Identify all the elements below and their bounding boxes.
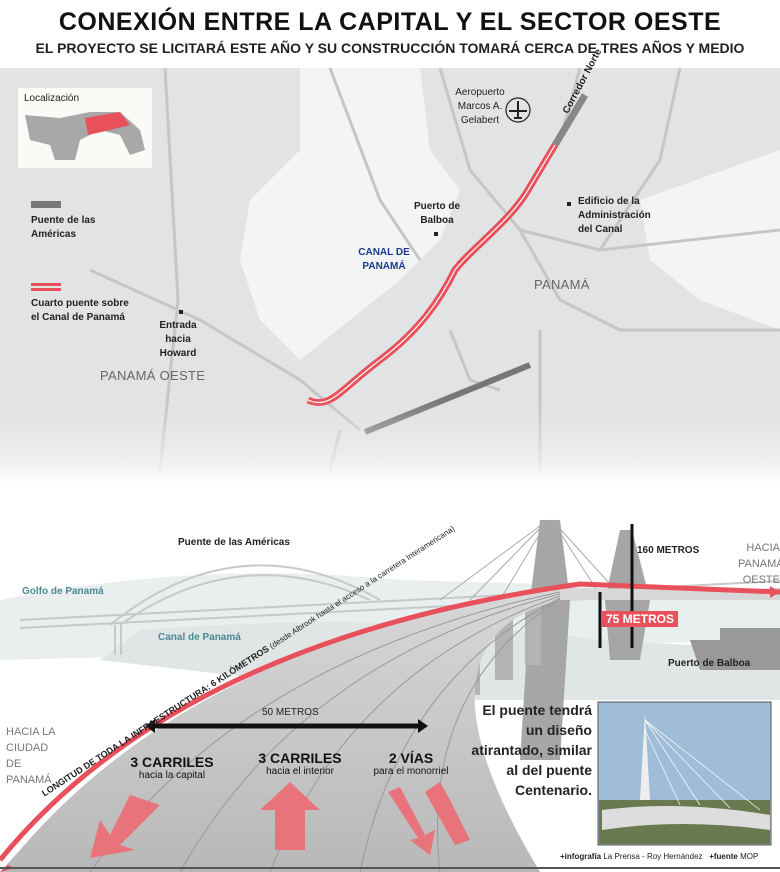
credits: +infografía La Prensa - Roy Hernández +f… [560,852,758,861]
page-subtitle: EL PROYECTO SE LICITARÁ ESTE AÑO Y SU CO… [35,40,745,56]
inset-label: Localización [24,93,80,104]
legend-puente-americas: Puente de las Américas [31,215,96,240]
label-puerto-balboa-diagram: Puerto de Balboa [668,658,751,669]
bridge-deck [0,588,780,872]
bridge-caption: El puente tendrá un diseño atirantado, s… [471,702,592,798]
label-panama: PANAMÁ [534,277,590,292]
label-hacia-oeste: HACIA PANAMÁ OESTE [738,542,780,586]
label-canal-diagram: Canal de Panamá [158,632,241,643]
lane-arrows [90,782,470,858]
lanes-sub: para el monorriel [373,766,449,777]
arrow-down-left-icon [90,795,160,858]
building-marker-icon [434,232,438,236]
deck-height-label: 75 METROS [602,611,679,627]
arrow-up-icon [260,782,320,850]
legend-swatch-gray [31,201,61,208]
label-panama-oeste: PANAMÁ OESTE [100,368,206,383]
lanes-title: 3 CARRILES [130,754,214,770]
label-puerto-balboa: Puerto de Balboa [413,201,461,226]
lanes-sub: hacia la capital [138,770,206,781]
page-title: CONEXIÓN ENTRE LA CAPITAL Y EL SECTOR OE… [58,8,722,36]
building-marker-icon [179,310,183,314]
arrow-down-icon [388,787,435,855]
tower-height-label: 160 METROS [637,545,700,556]
credit-fuente-label: +fuente [709,852,738,861]
label-canal: CANAL DE PANAMÁ [358,247,410,272]
width-label: 50 METROS [262,707,319,718]
credit-infografia: La Prensa - Roy Hernández [603,852,703,861]
legend-swatch-red [31,283,61,286]
label-golfo: Golfo de Panamá [22,586,104,597]
canal-water [240,68,460,360]
credit-fuente: MOP [740,852,759,861]
building-marker-icon [567,202,571,206]
legend-cuarto-puente: Cuarto puente sobre el Canal de Panamá [31,298,129,323]
lanes-title: 2 VÍAS [388,750,434,766]
label-airport: Aeropuerto Marcos A. Gelabert [455,87,505,126]
ship [690,628,780,670]
corredor-norte-road [551,93,589,147]
label-hacia-ciudad: HACIA LA CIUDAD DE PANAMÁ [6,726,55,786]
arrow-up-icon [425,782,470,845]
route-length-line [0,581,780,862]
label-admin-canal: Edificio de la Administración del Canal [578,196,651,235]
bay-water [640,150,780,330]
lanes-title: 3 CARRILES [258,750,342,766]
lanes-sub: hacia el interior [266,766,334,777]
label-puente-americas: Puente de las Américas [178,537,290,548]
airplane-icon [505,97,531,123]
label-howard: Entrada hacia Howard [159,320,197,359]
centenario-bridge-photo [597,701,772,846]
credit-infografia-label: +infografía [560,852,602,861]
